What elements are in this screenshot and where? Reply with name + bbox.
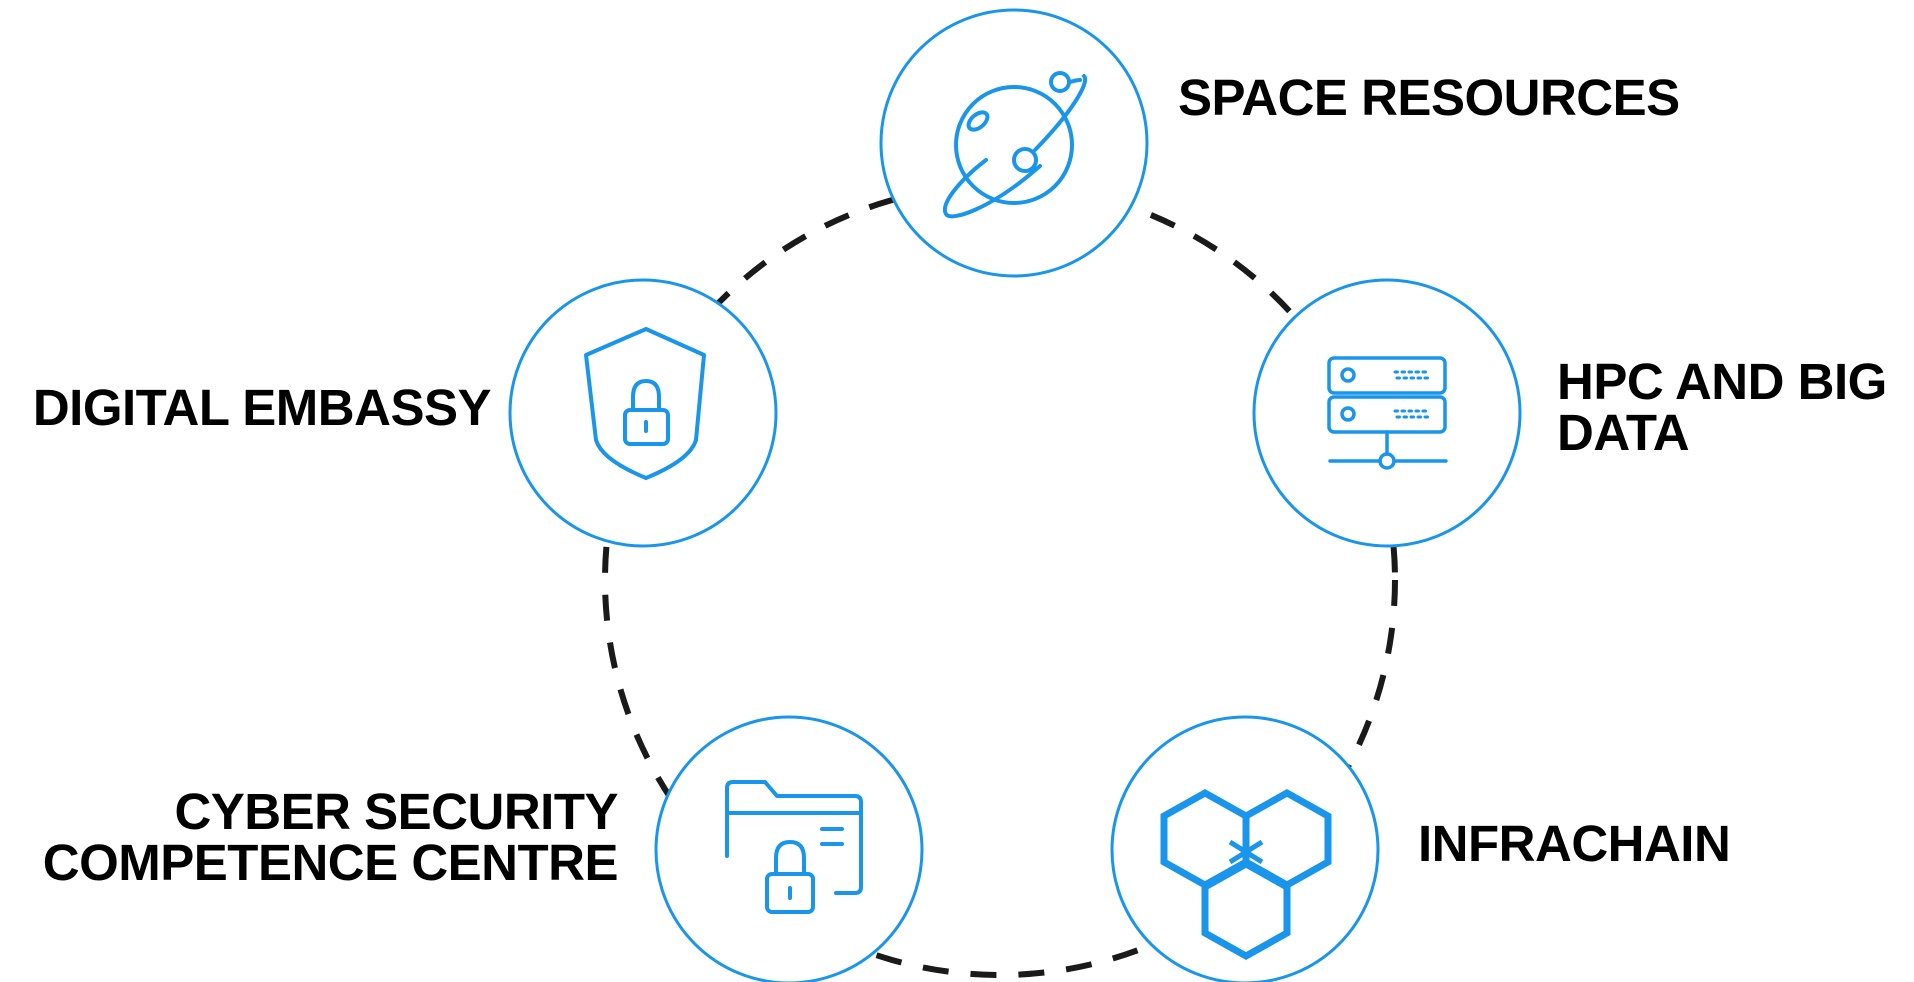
node-label-cyber-security: CYBER SECURITY COMPETENCE CENTRE — [42, 783, 619, 891]
label-line: SPACE RESOURCES — [1178, 69, 1680, 126]
node-hpc-big-data — [1252, 278, 1522, 548]
planet-orbit-icon — [942, 71, 1088, 219]
node-circle — [1252, 278, 1522, 548]
node-label-hpc-big-data: HPC AND BIG DATA — [1557, 356, 1887, 458]
label-line: DIGITAL EMBASSY — [32, 379, 492, 436]
node-label-digital-embassy: DIGITAL EMBASSY — [32, 379, 492, 436]
node-circle — [654, 715, 924, 982]
node-label-infrachain: INFRACHAIN — [1418, 815, 1731, 872]
connector-ring — [602, 182, 1398, 978]
node-label-space-resources: SPACE RESOURCES — [1178, 72, 1680, 123]
hexagon-blocks-icon — [1160, 788, 1332, 961]
folder-lock-icon — [725, 780, 863, 914]
server-rack-icon — [1327, 356, 1448, 470]
node-circle — [508, 278, 778, 548]
shield-lock-icon — [584, 327, 706, 480]
node-cyber-security — [654, 715, 924, 982]
node-digital-embassy — [508, 278, 778, 548]
node-space-resources — [879, 8, 1149, 278]
label-line: INFRACHAIN — [1418, 815, 1731, 872]
node-circle — [879, 8, 1149, 278]
node-infrachain — [1110, 715, 1380, 982]
label-line: DATA — [1557, 404, 1690, 461]
label-line: HPC AND BIG — [1557, 353, 1887, 410]
label-line: COMPETENCE CENTRE — [42, 834, 619, 891]
label-line: CYBER SECURITY — [174, 783, 618, 840]
